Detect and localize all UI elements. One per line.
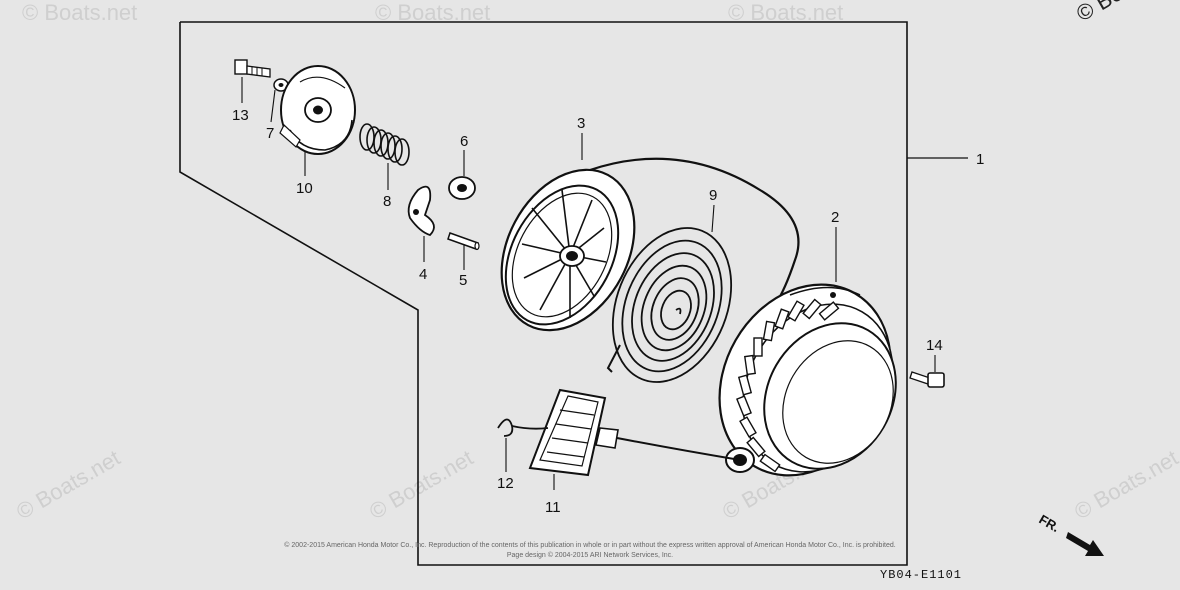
watermark: © Boats.net [1072,0,1180,26]
callout-2: 2 [831,209,839,226]
callout-1: 1 [976,151,984,168]
starter-case-2 [718,283,897,477]
ratchet-pawl-4 [407,185,435,237]
callout-7: 7 [266,125,274,142]
page-design-notice: Page design © 2004-2015 ARI Network Serv… [507,551,673,559]
front-direction-indicator: FR. [1037,512,1104,556]
watermark: © Boats.net [1070,445,1180,524]
callout-14: 14 [926,337,943,354]
pin-5 [447,232,480,251]
callout-3: 3 [577,115,585,132]
callout-13: 13 [232,107,249,124]
direction-label: FR. [1037,512,1063,535]
recoil-spring-9 [606,227,733,383]
callout-4: 4 [419,266,427,283]
rope-to-grip [616,437,741,461]
watermark: © Boats.net [22,0,137,25]
callout-11: 11 [545,499,561,516]
friction-plate-10 [279,65,356,155]
washer-6 [448,176,476,200]
starter-grip-11 [528,388,619,477]
callout-6: 6 [460,133,468,150]
rope-knot-12 [497,418,549,437]
callout-labels: 1 2 3 4 5 6 7 8 9 10 11 12 13 14 [232,107,984,516]
callout-12: 12 [497,475,514,492]
diagram-code: YB04-E1101 [880,568,962,582]
callout-10: 10 [296,180,313,197]
starter-rope [589,157,800,306]
assembly-outline [179,21,908,566]
callout-9: 9 [709,187,717,204]
copyright-notice: © 2002-2015 American Honda Motor Co., In… [284,541,895,549]
bolt-14 [909,371,945,388]
recoil-reel-3 [500,168,636,332]
callout-5: 5 [459,272,467,289]
watermark: © Boats.net [365,445,477,524]
arrow-icon [1066,532,1104,556]
watermark: © Boats.net [375,0,490,25]
watermark: © Boats.net [12,445,124,524]
bolt-13 [234,59,271,78]
callout-8: 8 [383,193,391,210]
watermark: © Boats.net [728,0,843,25]
spring-8 [359,123,410,166]
